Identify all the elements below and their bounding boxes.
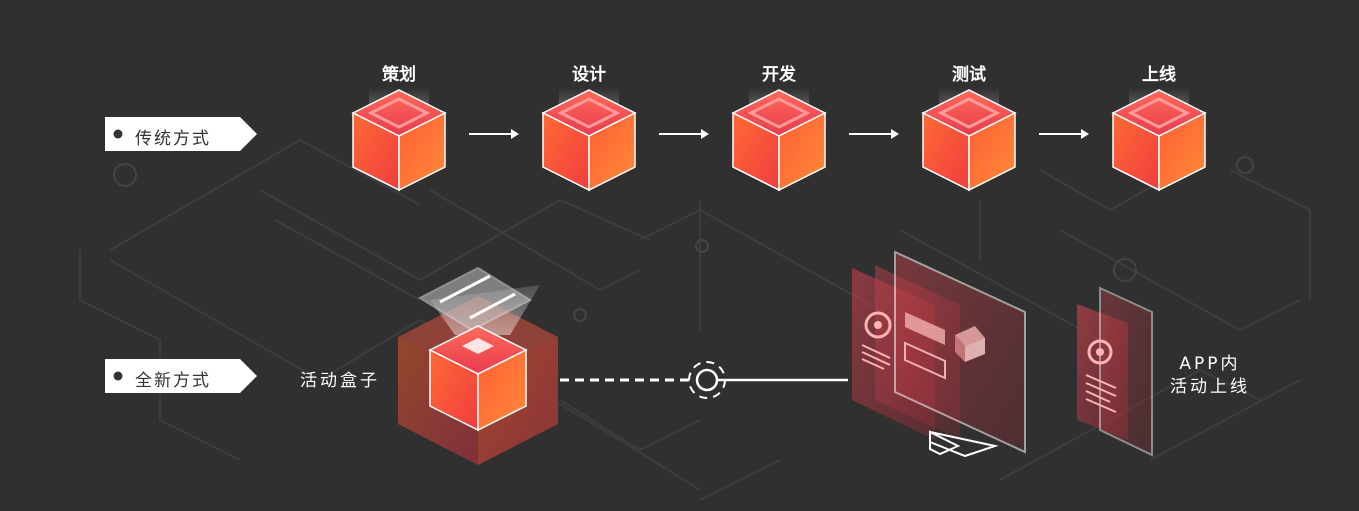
stage-label-launch: 上线: [1142, 65, 1176, 85]
app-launch-label: APP内 活动上线: [1160, 353, 1260, 399]
app-label-line-1: APP内: [1179, 354, 1241, 374]
stage-label-plan: 策划: [382, 65, 416, 85]
stage-label-develop: 开发: [762, 65, 796, 85]
app-label-line-2: 活动上线: [1170, 377, 1250, 397]
row-tag-new: 全新方式: [105, 359, 257, 393]
row-tag-traditional: 传统方式: [105, 117, 257, 151]
tag-shape-icon: [105, 359, 257, 393]
row-label-new: 全新方式: [135, 371, 211, 391]
tag-shape-icon: [105, 117, 257, 151]
row-label-traditional: 传统方式: [135, 129, 211, 149]
monitor-screen-icon: [852, 250, 1026, 458]
stage-label-test: 测试: [952, 65, 986, 85]
activity-box-label: 活动盒子: [300, 371, 380, 391]
activity-box-cube-icon: [398, 266, 558, 465]
phone-screen-icon: [1077, 286, 1153, 457]
stage-label-design: 设计: [572, 65, 606, 85]
